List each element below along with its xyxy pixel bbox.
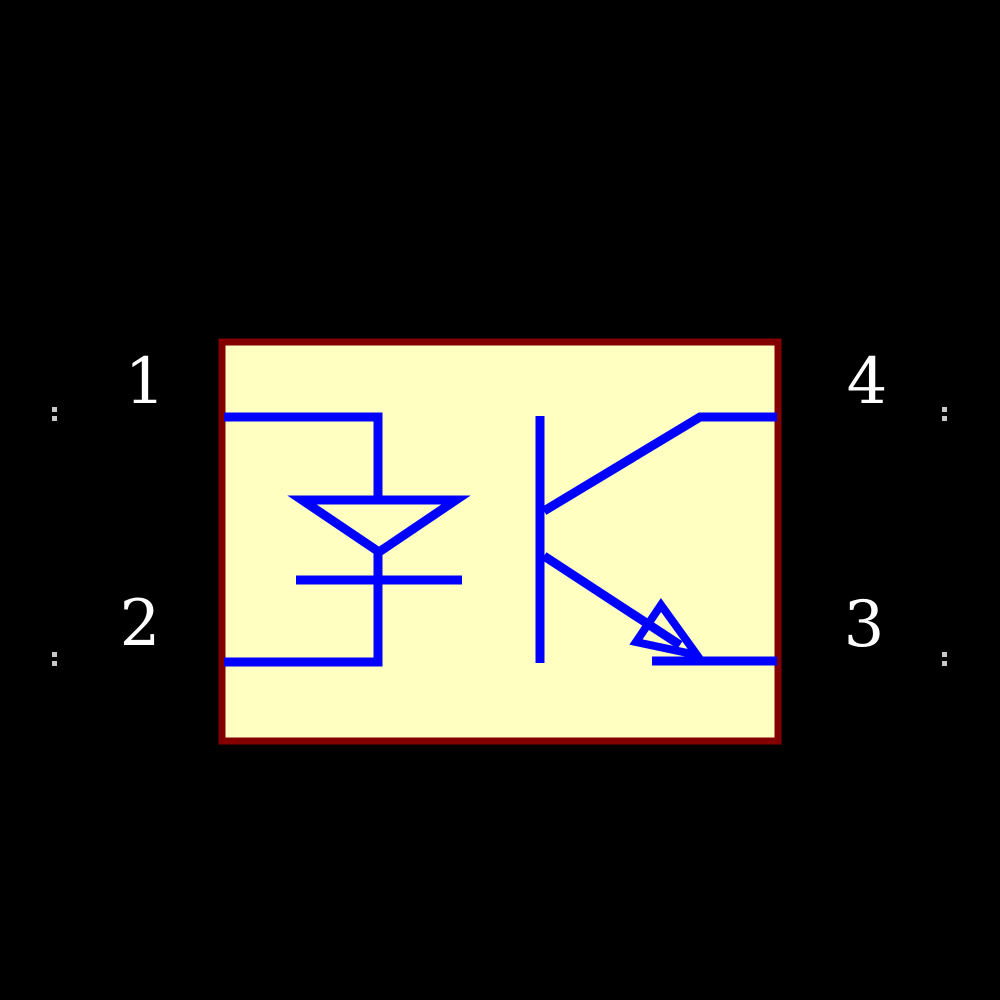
led-triangle[interactable] [287, 495, 471, 558]
led-cathode-wire[interactable] [224, 552, 383, 667]
transistor-collector-wire[interactable] [541, 412, 777, 515]
transistor-emitter-wire[interactable] [541, 552, 683, 649]
pin-3-end-mark [942, 652, 947, 666]
pin-number-3[interactable]: 3 [843, 588, 885, 662]
led-anode-wire[interactable] [224, 412, 383, 500]
pin-number-2[interactable]: 2 [119, 587, 161, 661]
pin-2-end-mark [52, 652, 57, 666]
transistor-emitter-arrow-icon [629, 598, 707, 662]
pin-number-4[interactable]: 4 [846, 345, 888, 419]
pin-number-1[interactable]: 1 [124, 345, 166, 419]
pin-4-end-mark [942, 407, 947, 421]
symbol-body[interactable] [218, 338, 782, 745]
pin-1-end-mark [52, 407, 57, 421]
